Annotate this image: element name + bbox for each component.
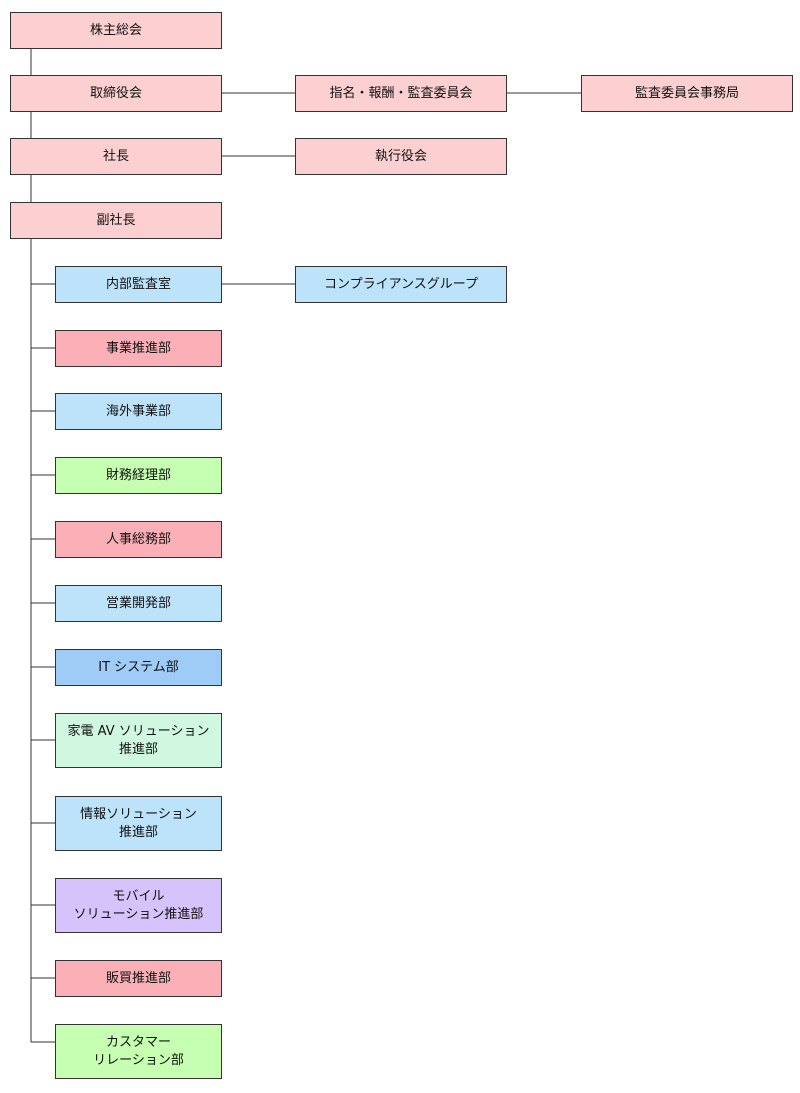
customer-relations-box: カスタマー リレーション部	[55, 1024, 222, 1079]
it-system-box: IT システム部	[55, 649, 222, 686]
board-of-directors-box: 取締役会	[10, 75, 222, 112]
home-av-solution-label-line2: 推進部	[118, 741, 158, 757]
mobile-solution-label-line1: モバイル	[112, 888, 165, 904]
compliance-group-label: コンプライアンスグループ	[323, 276, 479, 292]
mobile-solution-box: モバイル ソリューション推進部	[55, 878, 222, 933]
sales-promotion-label: 販買推進部	[105, 970, 171, 986]
overseas-business-label: 海外事業部	[105, 403, 171, 419]
shareholders-meeting-label: 株主総会	[89, 22, 142, 38]
internal-audit-box: 内部監査室	[55, 266, 222, 303]
overseas-business-box: 海外事業部	[55, 393, 222, 430]
audit-committee-office-box: 監査委員会事務局	[581, 75, 793, 112]
finance-accounting-box: 財務経理部	[55, 457, 222, 494]
sales-development-label: 営業開発部	[105, 595, 171, 611]
president-label: 社長	[102, 148, 129, 164]
info-solution-label-line1: 情報ソリューション	[80, 806, 197, 822]
executive-officers-label: 執行役会	[374, 148, 427, 164]
info-solution-box: 情報ソリューション 推進部	[55, 796, 222, 851]
home-av-solution-box: 家電 AV ソリューション 推進部	[55, 713, 222, 768]
internal-audit-label: 内部監査室	[105, 276, 171, 292]
mobile-solution-label-line2: ソリューション推進部	[73, 906, 204, 922]
executive-officers-box: 執行役会	[295, 138, 507, 175]
vice-president-label: 副社長	[96, 212, 136, 228]
hr-general-affairs-box: 人事総務部	[55, 521, 222, 558]
sales-promotion-box: 販買推進部	[55, 960, 222, 997]
business-promotion-box: 事業推進部	[55, 330, 222, 367]
audit-committee-office-label: 監査委員会事務局	[634, 85, 739, 101]
nomination-committee-label: 指名・報酬・監査委員会	[329, 85, 473, 101]
it-system-label: IT システム部	[98, 659, 179, 675]
shareholders-meeting-box: 株主総会	[10, 12, 222, 49]
sales-development-box: 営業開発部	[55, 585, 222, 622]
home-av-solution-label-line1: 家電 AV ソリューション	[67, 723, 210, 739]
business-promotion-label: 事業推進部	[105, 340, 171, 356]
customer-relations-label-line2: リレーション部	[93, 1052, 184, 1068]
customer-relations-label-line1: カスタマー	[105, 1034, 171, 1050]
compliance-group-box: コンプライアンスグループ	[295, 266, 507, 303]
vice-president-box: 副社長	[10, 202, 222, 239]
board-of-directors-label: 取締役会	[89, 85, 142, 101]
nomination-committee-box: 指名・報酬・監査委員会	[295, 75, 507, 112]
hr-general-affairs-label: 人事総務部	[105, 531, 171, 547]
info-solution-label-line2: 推進部	[118, 824, 158, 840]
president-box: 社長	[10, 138, 222, 175]
finance-accounting-label: 財務経理部	[105, 467, 171, 483]
